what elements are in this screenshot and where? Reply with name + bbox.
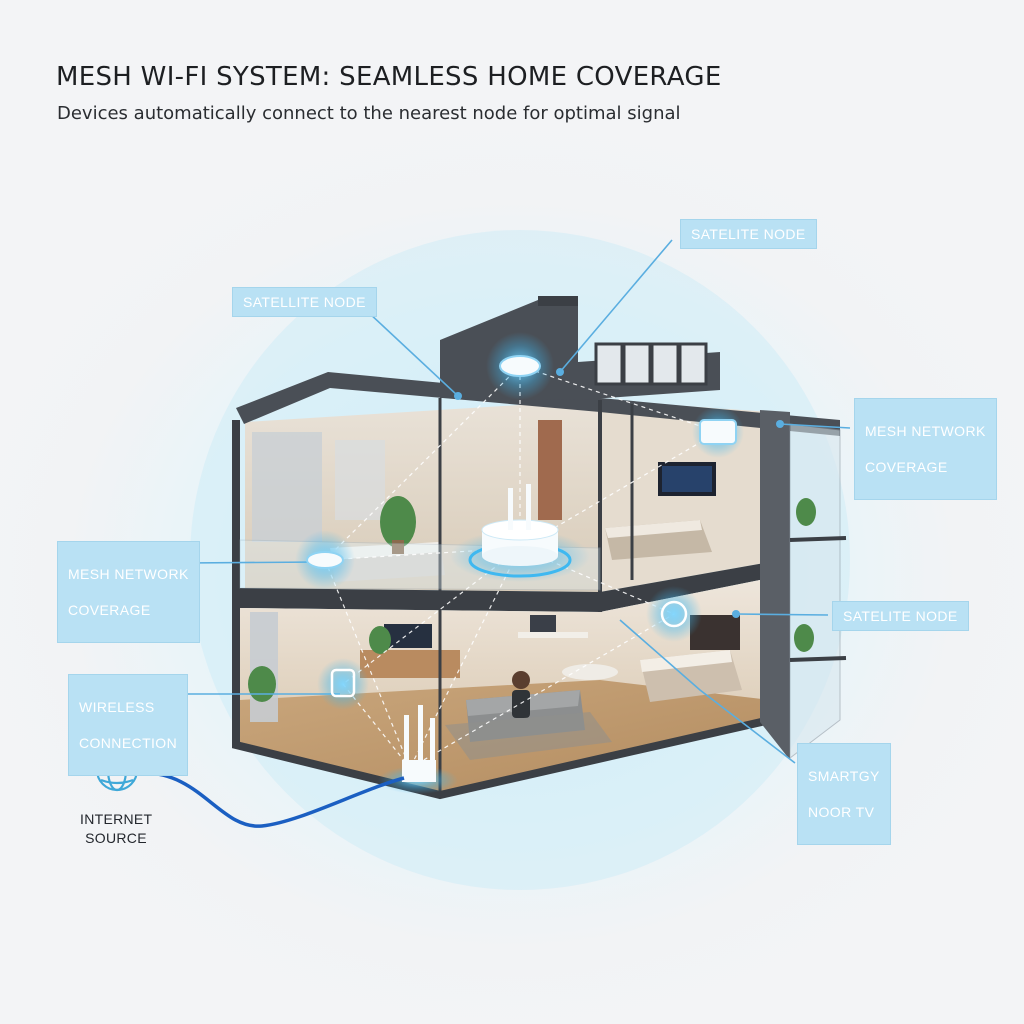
- mesh-node-lower-left: [317, 658, 369, 710]
- tv-cabinet: [360, 650, 460, 678]
- callout-line: CONNECTION: [79, 735, 178, 751]
- callout-mesh-coverage-right: MESH NETWORK COVERAGE: [854, 398, 997, 500]
- smart-plug-icon: [699, 419, 737, 445]
- ground-router: [378, 705, 458, 794]
- wireless-device-icon: [330, 668, 356, 698]
- chimney: [538, 296, 578, 306]
- callout-line: MESH NETWORK: [865, 423, 986, 439]
- callout-line: MESH NETWORK: [68, 566, 189, 582]
- callout-line: WIRELESS: [79, 699, 155, 715]
- mesh-node-icon: [306, 551, 344, 569]
- internet-cable: [139, 771, 405, 828]
- callout-satellite-node-top-left: SATELLITE NODE: [232, 287, 377, 317]
- brick-column: [538, 420, 562, 520]
- mesh-node-lower-right: [646, 586, 702, 642]
- balcony-glass: [789, 423, 841, 760]
- roof-slab: [236, 372, 840, 436]
- callout-line: COVERAGE: [68, 602, 151, 618]
- mesh-node-left: [295, 530, 355, 590]
- mesh-node-upper-right: [692, 406, 744, 458]
- roof-line-left: [232, 420, 771, 800]
- mesh-node-main-router: [450, 484, 590, 582]
- right-wall: [760, 410, 790, 760]
- diagram-title: MESH WI-FI SYSTEM: SEAMLESS HOME COVERAG…: [56, 62, 722, 92]
- internet-source-label: INTERNET SOURCE: [80, 810, 152, 848]
- leader-lines: [176, 239, 851, 764]
- callout-smart-tv: SMARTGY NOOR TV: [797, 743, 891, 845]
- callout-satellite-node-top-right: SATELITE NODE: [680, 219, 817, 249]
- mesh-node-icon: [660, 600, 688, 628]
- desk: [518, 632, 588, 638]
- person: [512, 671, 530, 689]
- internet-label-line1: INTERNET: [80, 811, 153, 827]
- callout-mesh-coverage-left: MESH NETWORK COVERAGE: [57, 541, 200, 643]
- upper-window-left: [252, 432, 322, 542]
- callout-line: COVERAGE: [865, 459, 948, 475]
- leader-dots: [454, 368, 784, 618]
- floor-slab: [240, 562, 770, 612]
- mesh-node-top: [486, 332, 554, 400]
- router-icon: [481, 519, 559, 541]
- callout-satellite-node-right: SATELITE NODE: [832, 601, 969, 631]
- internet-label-line2: SOURCE: [85, 830, 147, 846]
- callout-line: SMARTGY: [808, 768, 880, 784]
- mesh-node-icon: [499, 355, 541, 377]
- router-icon: [402, 760, 436, 782]
- callout-line: NOOR TV: [808, 804, 875, 820]
- diagram-subtitle: Devices automatically connect to the nea…: [57, 103, 681, 124]
- callout-wireless-connection: WIRELESS CONNECTION: [68, 674, 189, 776]
